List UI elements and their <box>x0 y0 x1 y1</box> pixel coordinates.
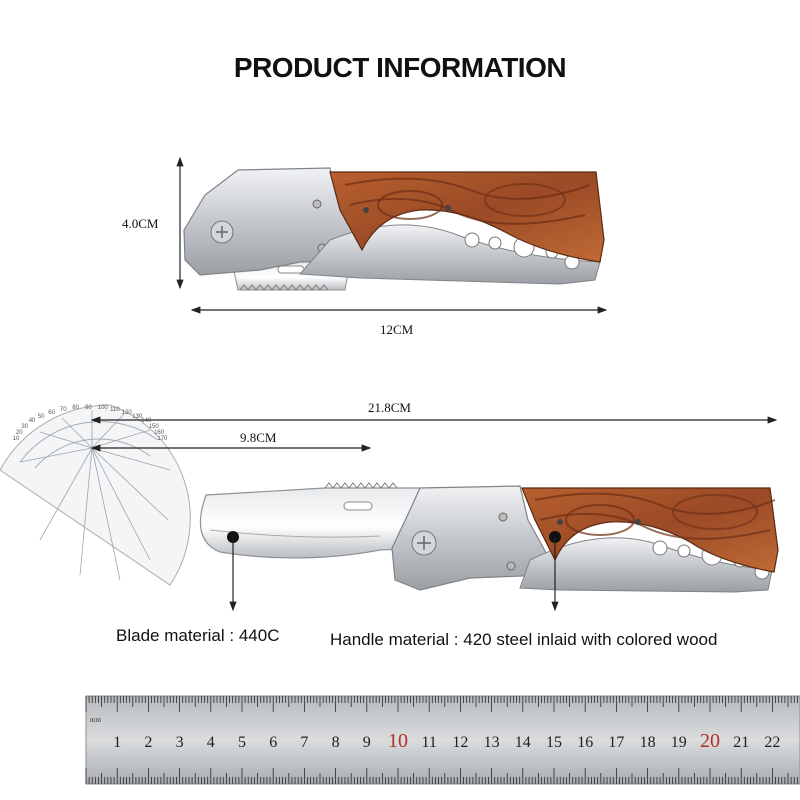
ruler-number: 9 <box>363 734 371 751</box>
ruler-number: 16 <box>577 734 593 751</box>
ruler-number: 13 <box>484 734 500 751</box>
handle-material-label: Handle material : 420 steel inlaid with … <box>330 630 717 650</box>
total-length-label: 21.8CM <box>368 400 411 415</box>
protractor-number: 160 <box>154 429 165 436</box>
protractor-number: 50 <box>37 413 45 420</box>
protractor-number: 100 <box>97 405 108 412</box>
protractor-number: 40 <box>28 418 36 425</box>
ruler-number: 19 <box>671 734 687 751</box>
protractor-number: 130 <box>132 413 143 420</box>
ruler-number: 7 <box>300 734 308 751</box>
page-title: PRODUCT INFORMATION <box>233 52 567 83</box>
height-label: 4.0CM <box>122 216 159 231</box>
ruler-number: 4 <box>207 734 215 751</box>
ruler-number: 21 <box>733 734 749 751</box>
protractor-number: 90 <box>85 404 92 411</box>
ruler-number: 18 <box>640 734 656 751</box>
protractor-number: 80 <box>72 405 79 412</box>
ruler-number: 6 <box>269 734 277 751</box>
ruler-number: 12 <box>452 734 468 751</box>
protractor-number: 70 <box>59 406 67 413</box>
ruler-number: 11 <box>421 734 436 751</box>
ruler-number: 1 <box>113 734 121 751</box>
protractor-number: 110 <box>110 406 120 413</box>
folded-knife <box>183 167 605 291</box>
length-label: 12CM <box>380 322 414 337</box>
protractor-number: 30 <box>21 423 29 430</box>
ruler-number: 14 <box>515 734 531 751</box>
ruler-number: 5 <box>238 734 246 751</box>
ruler-number: 2 <box>144 734 152 751</box>
ruler: 123456789101112131415161718192021222 mm <box>85 695 800 785</box>
ruler-number: 3 <box>176 734 184 751</box>
ruler-number: 20 <box>700 730 720 752</box>
open-knife <box>199 482 779 593</box>
blade-material-label: Blade material : 440C <box>116 626 280 645</box>
protractor-number: 120 <box>121 409 132 416</box>
protractor-number: 150 <box>148 423 159 430</box>
protractor-number: 60 <box>48 409 55 416</box>
handle-material-prefix: Handle material : <box>330 630 464 649</box>
protractor-number: 20 <box>15 429 23 436</box>
ruler-number: 15 <box>546 734 562 751</box>
ruler-number: 10 <box>388 730 408 752</box>
protractor-number: 170 <box>157 436 168 443</box>
protractor-number: 140 <box>141 418 152 425</box>
ruler-number: 22 <box>764 734 780 751</box>
handle-material-value: 420 steel inlaid with colored wood <box>463 630 718 649</box>
ruler-number: 17 <box>608 734 624 751</box>
protractor-number: 10 <box>12 436 20 443</box>
ruler-unit-label: mm <box>90 716 101 724</box>
blade-length-label: 9.8CM <box>240 430 277 445</box>
ruler-number: 8 <box>332 734 340 751</box>
